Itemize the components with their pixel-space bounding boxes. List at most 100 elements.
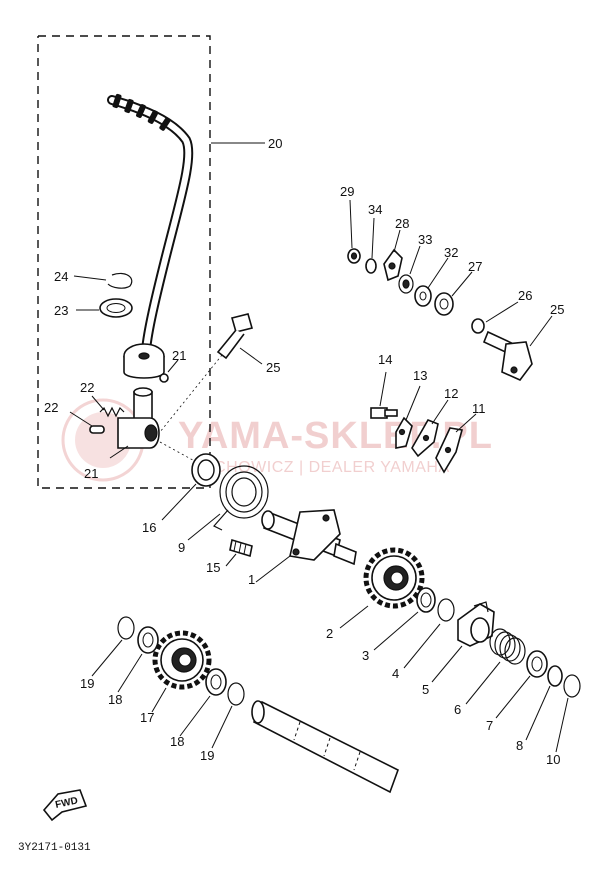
guide-line — [159, 354, 223, 433]
watermark-subtitle: IECHOWICZ | DEALER YAMAHA — [198, 459, 450, 476]
leader-5 — [431, 645, 463, 683]
plate-12 — [411, 418, 439, 458]
callout-26: 25 — [266, 360, 280, 375]
leader-28 — [485, 301, 519, 323]
spring-23 — [99, 406, 125, 418]
leader-15 — [225, 553, 237, 567]
washer-34 — [365, 258, 377, 274]
pin-15 — [229, 538, 253, 558]
ball-22-upper — [159, 373, 169, 383]
leader-18-upper — [117, 653, 143, 693]
leader-32 — [427, 257, 449, 289]
callout-25: 24 — [54, 269, 68, 284]
callout-30: 28 — [395, 216, 409, 231]
callout-27: 25 — [550, 302, 564, 317]
callout-11: 11 — [472, 401, 486, 416]
callout-labels: 20 21 22 22 21 24 23 25 29 34 28 33 32 2… — [44, 136, 564, 767]
pin-22-left — [89, 425, 105, 434]
callout-3: 3 — [362, 648, 369, 663]
washer-8 — [547, 665, 563, 687]
leader-4 — [403, 623, 441, 669]
forward-direction-arrow: FWD — [42, 789, 88, 822]
leader-19-upper — [91, 639, 123, 677]
leader-1 — [255, 555, 291, 583]
leader-2 — [339, 605, 369, 629]
callout-29: 27 — [468, 259, 482, 274]
oil-seal-29 — [434, 292, 454, 316]
callout-22-upper: 21 — [172, 348, 186, 363]
bolt-26 — [216, 313, 253, 360]
callout-32: 32 — [444, 245, 458, 260]
callout-1: 1 — [248, 572, 255, 587]
callout-34: 34 — [368, 202, 382, 217]
leader-3 — [373, 611, 419, 651]
callout-15: 15 — [206, 560, 220, 575]
leader-27 — [529, 315, 553, 347]
callout-2: 2 — [326, 626, 333, 641]
circlip-19-lower — [227, 682, 245, 706]
kick-boss-part — [117, 387, 160, 449]
leader-11 — [455, 413, 477, 433]
plate-13 — [395, 416, 413, 449]
callout-5: 5 — [422, 682, 429, 697]
callout-12: 12 — [444, 386, 458, 401]
leader-6 — [465, 661, 501, 705]
kick-gear-2 — [363, 547, 425, 609]
leader-10 — [555, 697, 569, 753]
callout-21: 21 — [84, 466, 98, 481]
nut-31 — [347, 248, 361, 264]
callout-20: 20 — [268, 136, 282, 151]
callout-23: 22 — [80, 380, 94, 395]
leader-29 — [451, 271, 473, 297]
circlip-25 — [107, 272, 133, 289]
kick-lever-group-box — [37, 35, 211, 489]
spring-33 — [398, 274, 414, 294]
callout-6: 6 — [454, 702, 461, 717]
callout-17: 17 — [140, 710, 154, 725]
watermark: YAMA-SKLEP.PL IECHOWICZ | DEALER YAMAHA — [61, 398, 492, 482]
callout-4: 4 — [392, 666, 399, 681]
leader-23 — [91, 395, 105, 411]
leader-21 — [109, 445, 129, 459]
leader-13 — [405, 385, 421, 421]
fwd-label: FWD — [54, 795, 79, 810]
leader-25 — [73, 275, 107, 281]
leader-9 — [187, 513, 221, 541]
spring-6 — [489, 628, 526, 665]
callout-24: 23 — [54, 303, 68, 318]
torsion-spring-9 — [213, 465, 269, 531]
callout-14: 14 — [378, 352, 392, 367]
leader-30 — [393, 229, 401, 253]
callout-28: 26 — [518, 288, 532, 303]
leader-33 — [409, 245, 421, 275]
leader-19-lower — [211, 705, 233, 749]
idle-gear-17 — [152, 630, 212, 690]
bracket-30 — [383, 248, 403, 282]
callout-33: 33 — [418, 232, 432, 247]
leader-12 — [431, 399, 449, 425]
circlip-10 — [563, 674, 581, 698]
kick-axle-1 — [261, 509, 357, 566]
leader-34 — [371, 217, 375, 259]
leader-8 — [525, 685, 551, 741]
callout-10: 10 — [546, 752, 560, 767]
washer-28 — [471, 318, 485, 334]
circlip-19-upper — [117, 616, 135, 640]
callout-8: 8 — [516, 738, 523, 753]
leader-16 — [161, 483, 197, 521]
leader-26 — [239, 347, 263, 365]
callout-18-lower: 18 — [170, 734, 184, 749]
leader-22-upper — [167, 359, 179, 373]
callout-19-lower: 19 — [200, 748, 214, 763]
callout-31: 29 — [340, 184, 354, 199]
leader-7 — [495, 675, 531, 719]
leader-14 — [379, 371, 387, 407]
callout-16: 16 — [142, 520, 156, 535]
bolt-14 — [370, 407, 398, 419]
shaft-27 — [482, 330, 533, 381]
circlip-4 — [437, 598, 455, 622]
oil-seal-16 — [191, 453, 221, 487]
plate-11 — [435, 427, 464, 474]
main-axle — [251, 700, 399, 794]
